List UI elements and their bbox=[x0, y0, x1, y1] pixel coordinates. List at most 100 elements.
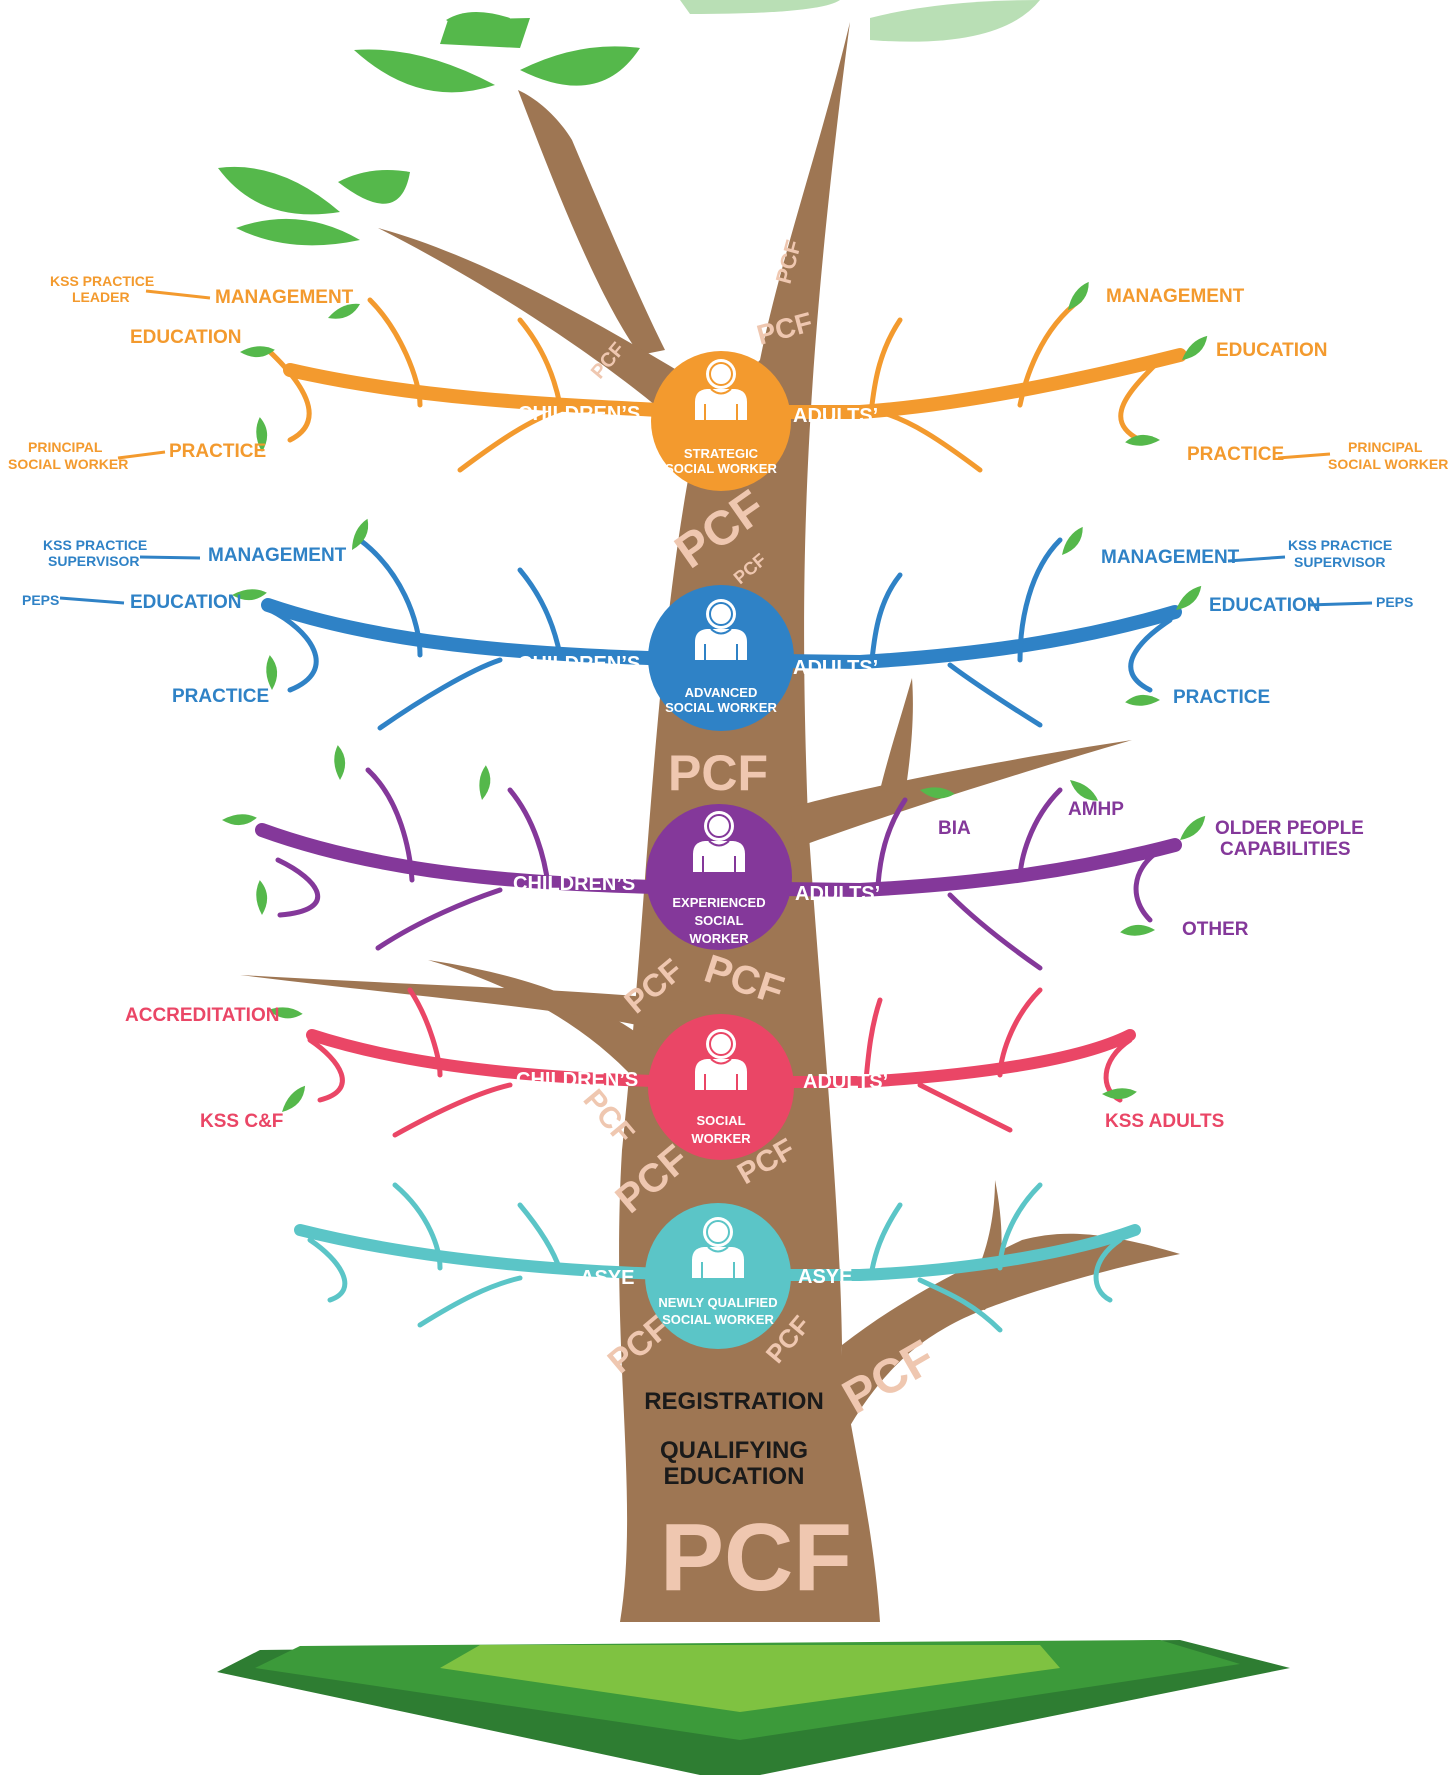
labels-social: ACCREDITATION KSS C&F KSS ADULTS bbox=[125, 1005, 1224, 1132]
qualifying-label: EDUCATION bbox=[664, 1463, 805, 1490]
label: PRACTICE bbox=[1173, 687, 1270, 708]
label: BIA bbox=[938, 818, 971, 839]
leaf-icon bbox=[342, 518, 377, 551]
branch-label: CHILDREN’S bbox=[518, 653, 640, 675]
label: EDUCATION bbox=[1209, 595, 1321, 616]
leaf-icon bbox=[1060, 281, 1097, 311]
label: KSS PRACTICE bbox=[50, 273, 154, 289]
label: KSS C&F bbox=[200, 1111, 283, 1132]
branch-label: ADULTS’ bbox=[793, 405, 878, 427]
leaf-icon bbox=[221, 806, 257, 832]
label: EDUCATION bbox=[130, 327, 242, 348]
label: EDUCATION bbox=[130, 592, 242, 613]
label: KSS PRACTICE bbox=[43, 537, 147, 553]
ground-light bbox=[440, 1645, 1060, 1712]
role-line: STRATEGIC bbox=[684, 446, 759, 461]
role-line: SOCIAL WORKER bbox=[665, 461, 777, 476]
qualifying-label: QUALIFYING bbox=[660, 1437, 808, 1464]
leaf-icon bbox=[1175, 815, 1211, 841]
leaf-icon bbox=[236, 218, 360, 246]
label: LEADER bbox=[72, 289, 130, 305]
leaf-icon bbox=[258, 655, 284, 691]
branch-label: ASYE bbox=[798, 1266, 852, 1288]
label: MANAGEMENT bbox=[1101, 547, 1240, 568]
branch-mid-right-up bbox=[880, 678, 913, 795]
label: OTHER bbox=[1182, 919, 1249, 940]
leaf-icon bbox=[239, 338, 275, 364]
branch-label: ASYE bbox=[580, 1267, 634, 1289]
label: SUPERVISOR bbox=[1294, 554, 1386, 570]
pcf-mark: PCF bbox=[660, 1504, 852, 1611]
branch-label: ADULTS’ bbox=[803, 1071, 888, 1093]
label: CAPABILITIES bbox=[1220, 839, 1351, 860]
branch-label: ADULTS’ bbox=[793, 657, 878, 679]
pcf-watermarks: PCF PCF PCF PCF PCF PCF PCF PCF PCF PCF … bbox=[577, 237, 944, 1611]
label: ACCREDITATION bbox=[125, 1005, 279, 1026]
label: MANAGEMENT bbox=[215, 287, 354, 308]
label: KSS PRACTICE bbox=[1288, 537, 1392, 553]
branch-label: ADULTS’ bbox=[795, 883, 880, 905]
leaf-icon bbox=[354, 49, 495, 93]
branch-labels: CHILDREN’S ADULTS’ CHILDREN’S ADULTS’ CH… bbox=[513, 403, 888, 1289]
role-advanced: ADVANCED SOCIAL WORKER bbox=[648, 585, 794, 731]
label: KSS ADULTS bbox=[1105, 1111, 1224, 1132]
leaf-icon bbox=[338, 169, 410, 204]
role-line: WORKER bbox=[689, 931, 749, 946]
label: PEPS bbox=[22, 592, 59, 608]
role-newly: NEWLY QUALIFIED SOCIAL WORKER bbox=[645, 1203, 791, 1349]
labels-advanced: KSS PRACTICE SUPERVISOR MANAGEMENT PEPS … bbox=[22, 537, 1413, 708]
branch-label: CHILDREN’S bbox=[513, 873, 635, 895]
role-line: EXPERIENCED bbox=[672, 895, 765, 910]
top-leaves bbox=[218, 0, 1040, 246]
label: AMHP bbox=[1068, 799, 1124, 820]
branch-label: CHILDREN’S bbox=[518, 403, 640, 425]
connectors bbox=[59, 289, 1373, 607]
leaf-icon bbox=[1125, 688, 1161, 714]
branch-label: CHILDREN’S bbox=[516, 1069, 638, 1091]
label: MANAGEMENT bbox=[1106, 286, 1245, 307]
role-strategic: STRATEGIC SOCIAL WORKER bbox=[651, 351, 791, 491]
registration-label: REGISTRATION bbox=[644, 1388, 824, 1415]
label: OLDER PEOPLE bbox=[1215, 818, 1364, 839]
labels-experienced: BIA AMHP OLDER PEOPLE CAPABILITIES OTHER bbox=[938, 799, 1364, 940]
role-line: SOCIAL WORKER bbox=[665, 700, 777, 715]
branch-upper-left bbox=[518, 90, 665, 355]
branch-lower-left bbox=[428, 960, 700, 1110]
leaf-icon bbox=[870, 0, 1040, 42]
label: SOCIAL WORKER bbox=[1328, 456, 1448, 472]
role-experienced: EXPERIENCED SOCIAL WORKER bbox=[646, 804, 792, 950]
leaf-icon bbox=[680, 0, 840, 14]
role-line: SOCIAL WORKER bbox=[662, 1312, 774, 1327]
label: PRACTICE bbox=[172, 686, 269, 707]
leaf-icon bbox=[275, 1085, 312, 1113]
leaf-icon bbox=[326, 745, 352, 781]
label: PRINCIPAL bbox=[1348, 439, 1423, 455]
label: PRACTICE bbox=[1187, 444, 1284, 465]
trunk-labels: REGISTRATION QUALIFYING EDUCATION bbox=[644, 1388, 824, 1490]
leaf-icon bbox=[469, 765, 499, 801]
leaf-icon bbox=[520, 46, 640, 86]
role-line: WORKER bbox=[691, 1131, 751, 1146]
label: MANAGEMENT bbox=[208, 545, 347, 566]
branch-low-right bbox=[842, 1233, 1180, 1440]
leaf-icon bbox=[248, 880, 274, 916]
label: PRINCIPAL bbox=[28, 439, 103, 455]
leaf-icon bbox=[218, 166, 340, 215]
role-line: SOCIAL bbox=[694, 913, 743, 928]
label: EDUCATION bbox=[1216, 340, 1328, 361]
ground bbox=[217, 1640, 1290, 1775]
branch-mid-right bbox=[790, 740, 1132, 848]
pcf-mark: PCF bbox=[668, 745, 768, 801]
role-social: SOCIAL WORKER bbox=[648, 1014, 794, 1160]
label: PEPS bbox=[1376, 594, 1413, 610]
branch-low-right-up bbox=[955, 1180, 1002, 1310]
label: PRACTICE bbox=[169, 441, 266, 462]
role-line: SOCIAL bbox=[696, 1113, 745, 1128]
leaf-icon bbox=[440, 18, 530, 48]
label: SUPERVISOR bbox=[48, 553, 140, 569]
role-line: ADVANCED bbox=[685, 685, 758, 700]
labels-strategic: KSS PRACTICE LEADER MANAGEMENT EDUCATION… bbox=[8, 273, 1448, 472]
branch-upper-left-2 bbox=[378, 228, 680, 405]
role-line: NEWLY QUALIFIED bbox=[658, 1295, 777, 1310]
